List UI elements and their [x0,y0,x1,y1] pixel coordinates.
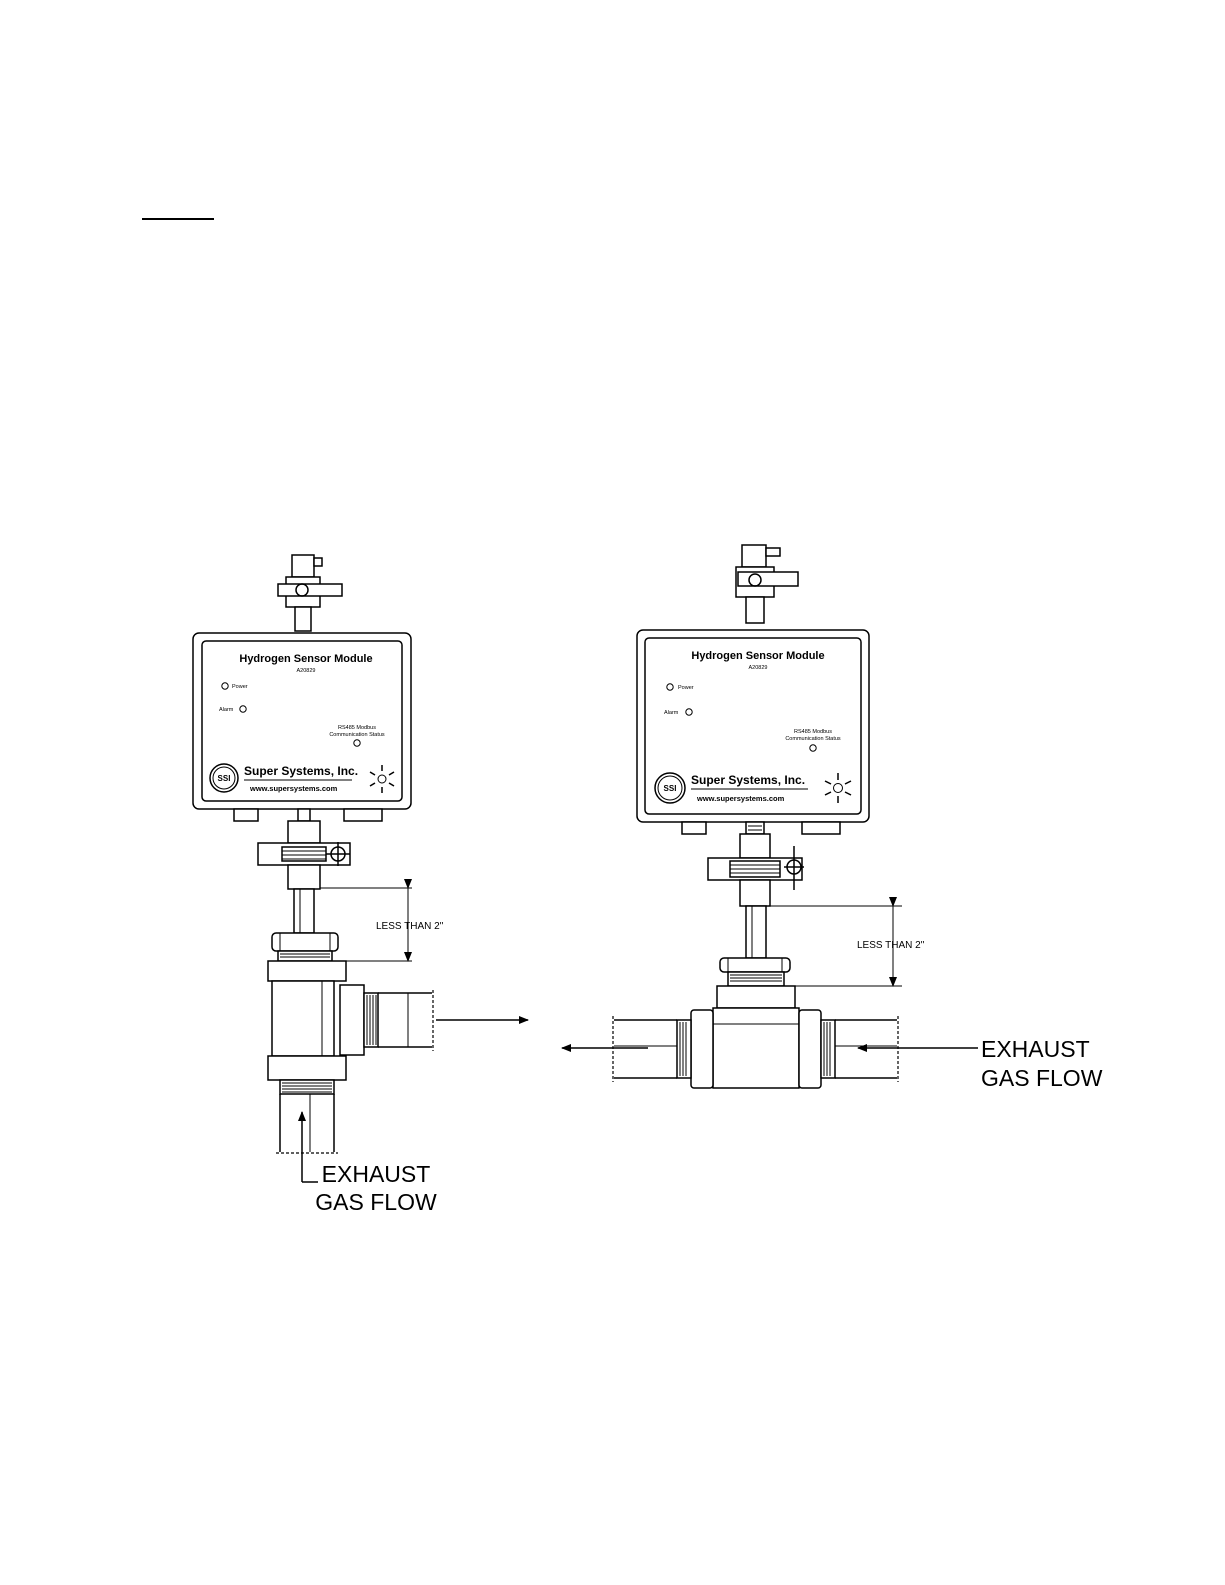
left-dimension: LESS THAN 2" [320,879,444,962]
comm-label-1: RS485 Modbus [794,729,832,735]
brand-url: www.supersystems.com [696,794,785,803]
right-sensor-module: Hydrogen Sensor Module A20829 Power Alar… [636,629,870,835]
heading-underline [142,218,214,220]
left-flow-label-1: EXHAUST [322,1161,431,1187]
right-lower-fitting [707,821,804,987]
power-label: Power [232,684,248,690]
alarm-label: Alarm [219,707,234,713]
brand-url: www.supersystems.com [249,784,338,793]
left-assembly: Hydrogen Sensor Module A20829 Power Alar… [192,554,529,1215]
right-flow-label-2: GAS FLOW [981,1065,1103,1091]
module-title: Hydrogen Sensor Module [239,653,372,665]
right-dimension-label: LESS THAN 2" [857,940,925,951]
svg-text:SSI: SSI [664,784,677,793]
alarm-led-icon [685,708,693,716]
left-top-valve [277,554,343,632]
alarm-label: Alarm [664,710,679,716]
power-led-icon [666,683,674,691]
module-title: Hydrogen Sensor Module [691,650,824,662]
right-flow-label-1: EXHAUST [981,1036,1090,1062]
right-top-valve [735,544,799,624]
power-label: Power [678,685,694,691]
flame-logo-icon [824,773,852,803]
right-assembly: Hydrogen Sensor Module A20829 Power Alar… [561,544,1103,1091]
brand-name: Super Systems, Inc. [244,764,358,778]
brand-name: Super Systems, Inc. [691,773,805,787]
comm-led-icon [353,739,361,747]
flame-logo-icon [369,765,395,793]
left-dimension-label: LESS THAN 2" [376,921,444,932]
left-flow-label-2: GAS FLOW [315,1189,437,1215]
module-part-number: A20829 [749,665,768,671]
svg-text:SSI: SSI [218,774,231,783]
left-lower-fitting [257,808,351,962]
left-sensor-module: Hydrogen Sensor Module A20829 Power Alar… [192,632,412,822]
comm-label-2: Communication Status [785,736,841,742]
comm-label-2: Communication Status [329,732,385,738]
comm-label-1: RS485 Modbus [338,725,376,731]
right-dimension: LESS THAN 2" [770,897,925,987]
power-led-icon [221,682,229,690]
ssi-logo-icon: SSI [209,763,239,793]
comm-led-icon [809,744,817,752]
module-part-number: A20829 [297,668,316,674]
right-tee-fitting [612,985,899,1089]
left-tee-fitting [267,960,434,1154]
alarm-led-icon [239,705,247,713]
ssi-logo-icon: SSI [654,772,686,804]
